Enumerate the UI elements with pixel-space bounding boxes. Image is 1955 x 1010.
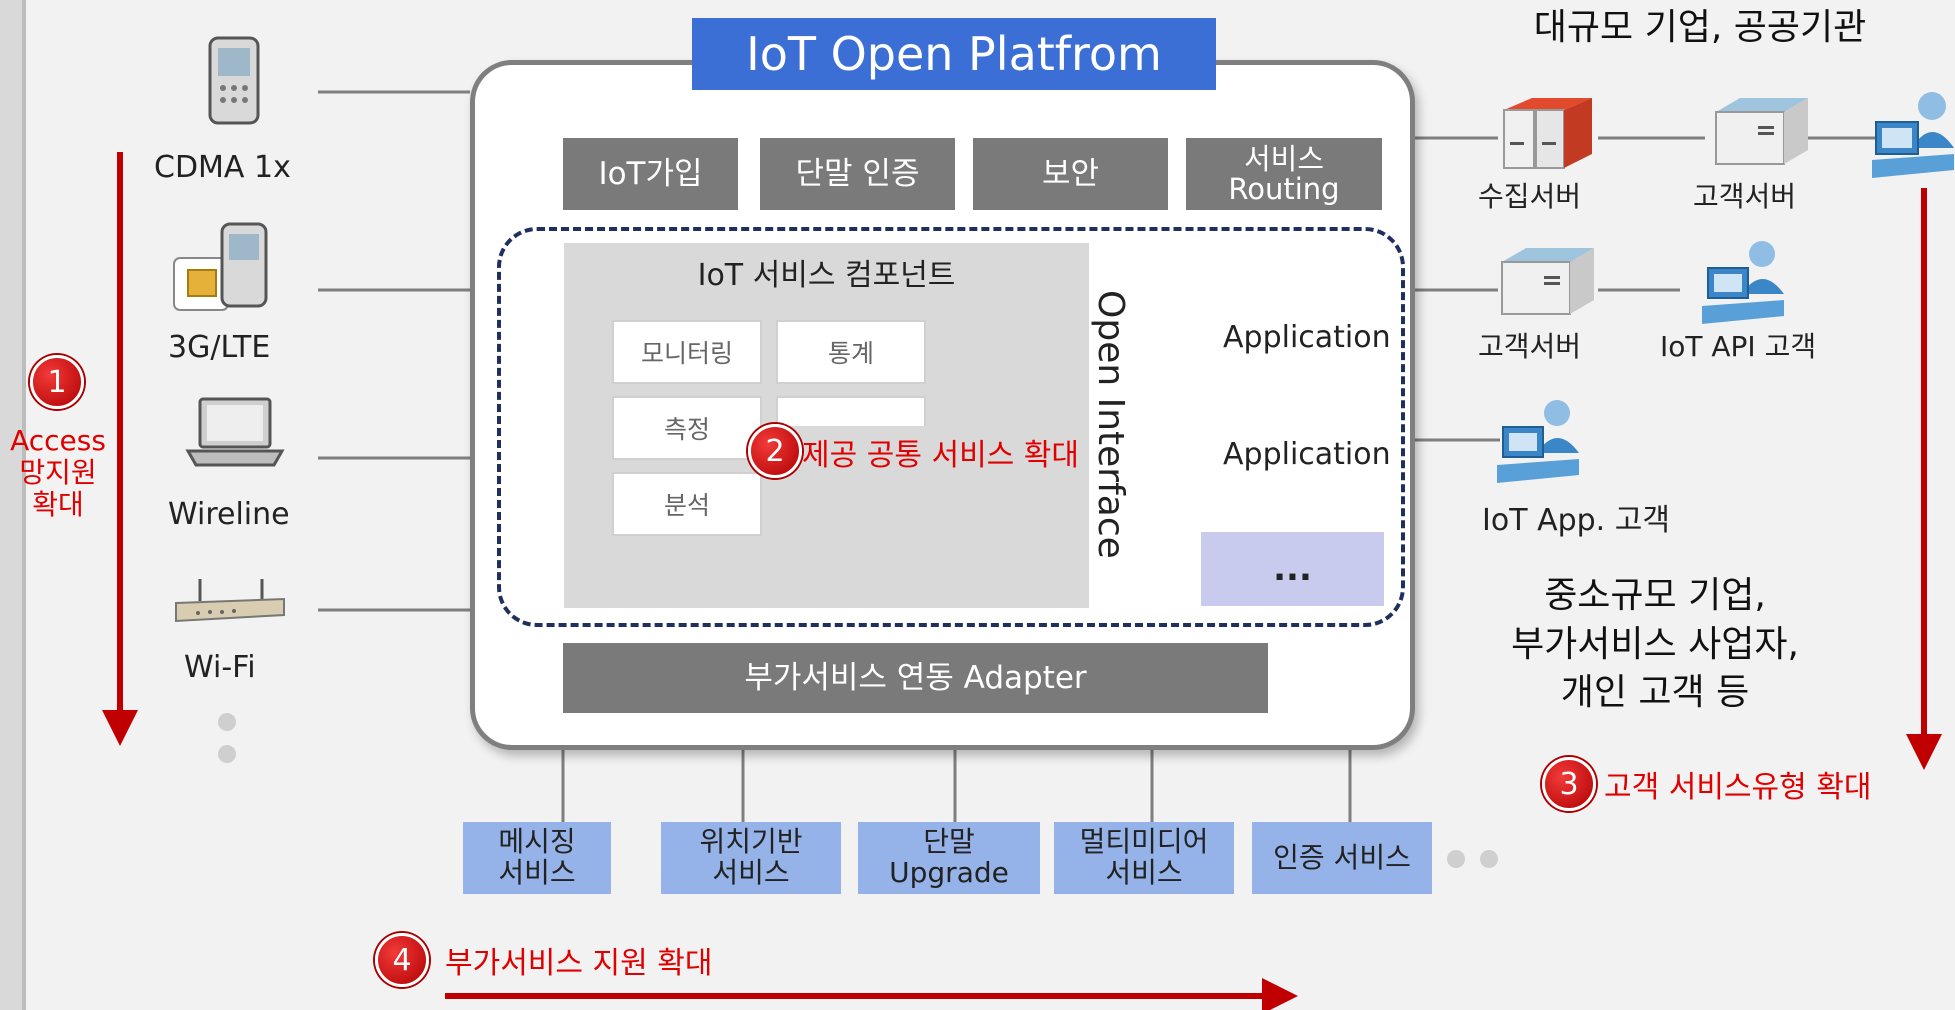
common-service-label: 제공 공통 서비스 확대	[802, 438, 1080, 473]
customer-server-label: 고객서버	[1478, 330, 1582, 363]
large-customer-user-icon	[1872, 92, 1954, 178]
iot-signup-block: IoT가입	[563, 138, 738, 210]
left-edge-bar	[0, 0, 26, 1010]
messaging-service-block: 메시징 서비스	[463, 822, 611, 894]
more-applications-box: ...	[1201, 532, 1384, 606]
application-label: Application	[1223, 437, 1391, 472]
component-placeholder	[776, 396, 926, 426]
smb-customer-label: 중소규모 기업, 부가서비스 사업자, 개인 고객 등	[1455, 572, 1855, 718]
monitoring-chip: 모니터링	[612, 320, 762, 384]
measurement-chip: 측정	[612, 396, 762, 460]
api-customer-label: IoT API 고객	[1660, 330, 1817, 363]
badge-2: 2	[748, 424, 802, 478]
location-service-block: 위치기반 서비스	[661, 822, 841, 894]
multimedia-service-block: 멀티미디어 서비스	[1054, 822, 1234, 894]
customer-server-icon	[1715, 98, 1808, 165]
access-label-3g: 3G/LTE	[168, 330, 271, 365]
smb-line: 중소규모 기업,	[1544, 575, 1766, 616]
access-label-cdma: CDMA 1x	[154, 150, 291, 185]
open-interface-zone	[497, 227, 1405, 627]
more-dot	[218, 745, 236, 763]
collect-server-icon	[1503, 98, 1592, 169]
badge-4: 4	[375, 933, 429, 987]
router-icon	[175, 579, 285, 623]
adapter-block: 부가서비스 연동 Adapter	[563, 643, 1268, 713]
access-expand-label: Access 망지원 확대	[6, 424, 110, 522]
statistics-chip: 통계	[776, 320, 926, 384]
api-customer-user-icon	[1702, 241, 1784, 324]
more-dot	[218, 713, 236, 731]
app-customer-user-icon	[1497, 400, 1579, 483]
device-auth-block: 단말 인증	[760, 138, 955, 210]
access-label-line: 확대	[32, 488, 84, 522]
open-interface-label: Open Interface	[1090, 290, 1131, 559]
analysis-chip: 분석	[612, 472, 762, 536]
large-enterprise-label: 대규모 기업, 공공기관	[1533, 7, 1867, 48]
device-upgrade-block: 단말 Upgrade	[858, 822, 1040, 894]
security-block: 보안	[973, 138, 1168, 210]
access-label-wifi: Wi-Fi	[184, 650, 256, 685]
application-label: Application	[1223, 320, 1391, 355]
collect-server-label: 수집서버	[1478, 180, 1582, 213]
access-label-line: 망지원	[19, 456, 97, 490]
more-dot	[1480, 850, 1498, 868]
badge-3: 3	[1542, 757, 1596, 811]
access-label-line: Access	[10, 424, 106, 457]
platform-title: IoT Open Platfrom	[692, 18, 1216, 90]
auth-service-block: 인증 서비스	[1252, 822, 1432, 894]
more-dot	[1447, 850, 1465, 868]
app-customer-label: IoT App. 고객	[1482, 503, 1670, 538]
laptop-icon	[185, 397, 285, 467]
customer-service-type-label: 고객 서비스유형 확대	[1604, 770, 1872, 805]
sim-phone-icon	[173, 222, 268, 311]
phone-icon	[208, 36, 260, 125]
customer-server-icon	[1501, 248, 1594, 315]
component-title: IoT 서비스 컴포넌트	[697, 258, 956, 293]
access-label-wireline: Wireline	[168, 497, 290, 532]
smb-line: 개인 고객 등	[1560, 672, 1750, 714]
service-routing-block: 서비스 Routing	[1186, 138, 1382, 210]
smb-line: 부가서비스 사업자,	[1511, 623, 1799, 665]
customer-server-label: 고객서버	[1693, 180, 1797, 213]
addon-support-label: 부가서비스 지원 확대	[445, 946, 713, 981]
badge-1: 1	[30, 355, 84, 409]
